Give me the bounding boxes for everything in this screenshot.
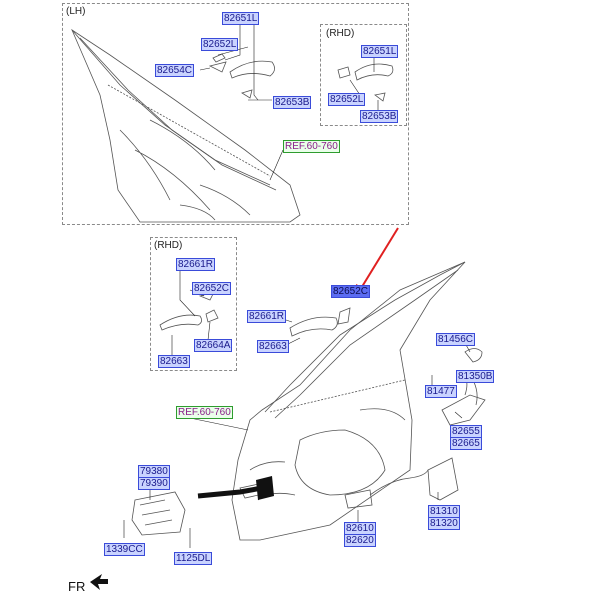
main-door-window (264, 261, 466, 413)
cap-82652L-lh (212, 53, 226, 63)
section-label-lh: (LH) (66, 6, 86, 17)
cap-82664A (205, 309, 219, 323)
bezel-82653B-rhd (374, 92, 386, 102)
part-81456C[interactable]: 81456C (436, 333, 476, 346)
part-82651L-rhd[interactable]: 82651L (361, 45, 399, 58)
section-rhd-top (320, 24, 407, 126)
part-82651L-lh[interactable]: 82651L (222, 12, 260, 25)
actuator-81456C (464, 348, 483, 363)
cap-82652L-rhd (337, 66, 351, 79)
fr-arrow-icon (90, 574, 108, 590)
handle-82661R-main (289, 316, 338, 337)
part-82654C[interactable]: 82654C (155, 64, 195, 77)
part-82652C-main[interactable]: 82652C (331, 285, 371, 298)
lock-81310 (427, 457, 459, 501)
part-82663-rhd[interactable]: 82663 (158, 355, 190, 368)
main-door-frame (231, 261, 466, 541)
section-label-rhd-bottom: (RHD) (154, 240, 183, 251)
part-82652C-rhd[interactable]: 82652C (192, 282, 232, 295)
part-82661R-main[interactable]: 82661R (247, 310, 287, 323)
part-82652L-lh[interactable]: 82652L (201, 38, 239, 51)
handle-82651L-rhd (354, 63, 394, 81)
pointer-arrow (359, 227, 399, 291)
part-82661R-rhd[interactable]: 82661R (176, 258, 216, 271)
checker-79380 (131, 491, 186, 536)
bezel-82653B-lh (241, 89, 253, 99)
ref-60-760-bottom[interactable]: REF.60-760 (176, 406, 233, 419)
lh-door-frame (71, 28, 301, 223)
part-82652L-rhd[interactable]: 82652L (328, 93, 366, 106)
part-81477[interactable]: 81477 (425, 385, 457, 398)
part-1339CC[interactable]: 1339CC (104, 543, 145, 556)
part-82653B-rhd[interactable]: 82653B (360, 110, 399, 123)
cover-82654C (208, 61, 227, 73)
lh-door-glass-run (71, 29, 271, 186)
handle-82610 (344, 489, 373, 509)
part-81350B[interactable]: 81350B (456, 370, 495, 383)
section-lh (62, 3, 409, 225)
checker-strap (197, 485, 263, 499)
part-82663-main[interactable]: 82663 (257, 340, 289, 353)
part-82653B-lh[interactable]: 82653B (273, 96, 312, 109)
part-1125DL[interactable]: 1125DL (174, 552, 213, 565)
section-rhd-bottom (150, 237, 237, 371)
fr-label: FR (68, 579, 86, 594)
handle-82661R-rhd (159, 314, 202, 331)
ref-60-760-top[interactable]: REF.60-760 (283, 140, 340, 153)
part-82620[interactable]: 82620 (344, 534, 376, 547)
handle-82651L-lh (229, 60, 275, 79)
latch-82655 (441, 394, 486, 426)
part-82665[interactable]: 82665 (450, 437, 482, 450)
part-81320[interactable]: 81320 (428, 517, 460, 530)
part-79390[interactable]: 79390 (138, 477, 170, 490)
section-label-rhd-top: (RHD) (326, 28, 355, 39)
part-82664A[interactable]: 82664A (194, 339, 233, 352)
